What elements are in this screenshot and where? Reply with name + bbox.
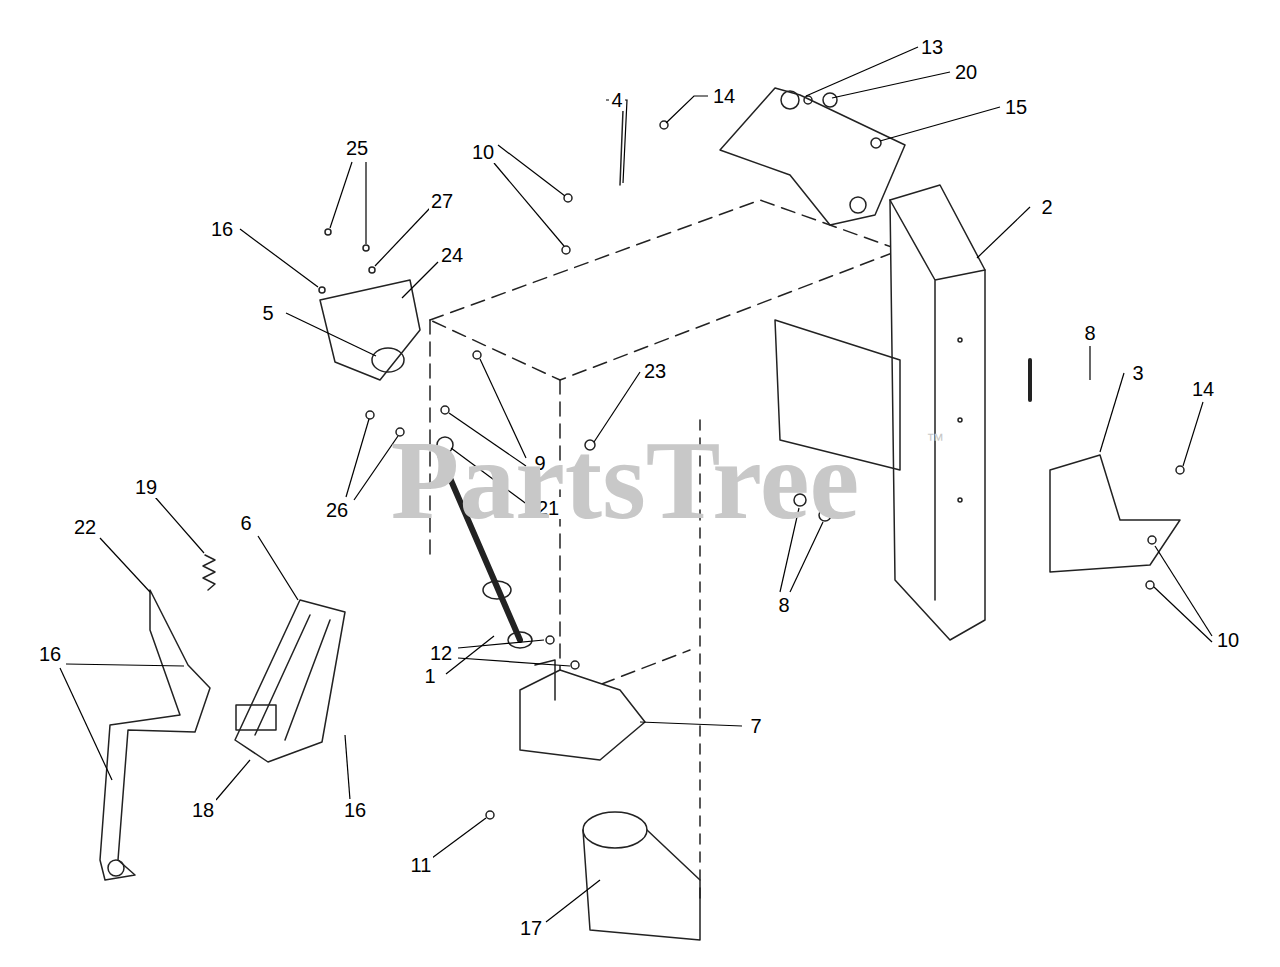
callout-number: 16: [37, 643, 63, 665]
callout-number: 26: [324, 499, 350, 521]
callout-number: 6: [238, 512, 253, 534]
callout-number: 22: [72, 516, 98, 538]
callout-number: 20: [953, 61, 979, 83]
callout-number: 7: [748, 715, 763, 737]
watermark: PartsTree: [391, 420, 860, 540]
callout-number: 16: [209, 218, 235, 240]
callout-number: 14: [711, 85, 737, 107]
callout-number: 25: [344, 137, 370, 159]
callout-number: 12: [428, 642, 454, 664]
callout-number: 14: [1190, 378, 1216, 400]
callout-number: 5: [260, 302, 275, 324]
callout-number: 24: [439, 244, 465, 266]
callout-number: 17: [518, 917, 544, 939]
callout-number: 19: [133, 476, 159, 498]
callout-number: 8: [1082, 322, 1097, 344]
callout-number: 10: [1215, 629, 1241, 651]
callout-number: 16: [342, 799, 368, 821]
callout-number: 18: [190, 799, 216, 821]
trademark-mark: ™: [926, 430, 944, 450]
callout-number: 4: [609, 89, 624, 111]
callout-number: 13: [919, 36, 945, 58]
callout-number: 27: [429, 190, 455, 212]
callout-number: 10: [470, 141, 496, 163]
callout-number: 2: [1039, 196, 1054, 218]
callout-number: 8: [776, 594, 791, 616]
callout-number: 1: [422, 665, 437, 687]
callout-number: 3: [1130, 362, 1145, 384]
callout-number: 11: [409, 854, 434, 876]
callout-number: 23: [642, 360, 668, 382]
callout-number: 15: [1003, 96, 1029, 118]
